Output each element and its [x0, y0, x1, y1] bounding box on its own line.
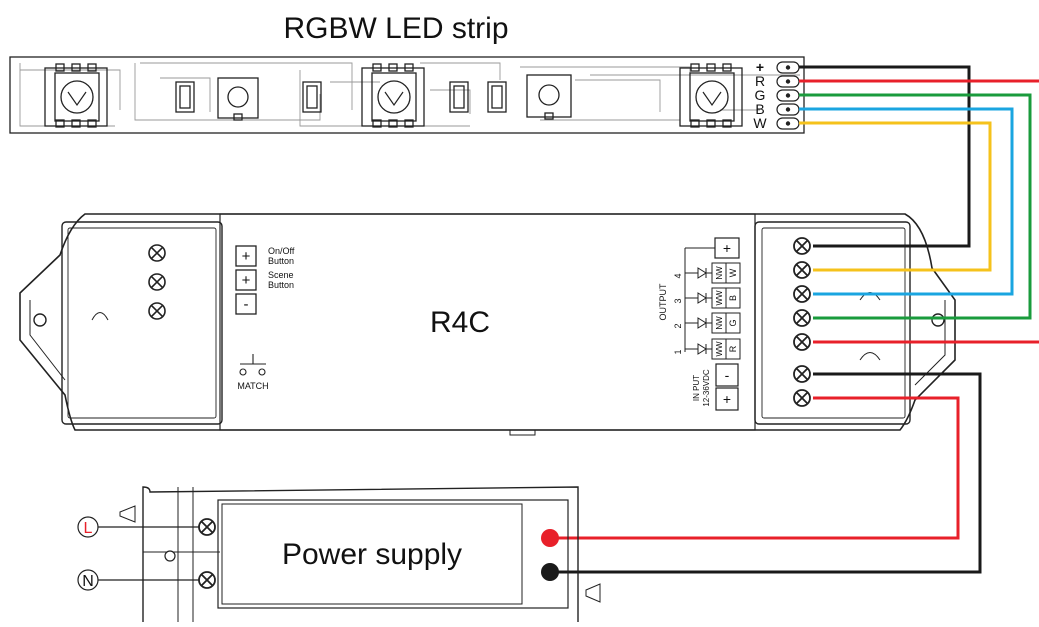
strip-diode-1: [217, 77, 259, 121]
screw-terminal-4: [793, 309, 811, 327]
match-switch-icon[interactable]: [239, 354, 266, 376]
channel-color-b: B: [728, 295, 738, 301]
screw-terminal-6: [793, 365, 811, 383]
channel-color-g: G: [728, 319, 738, 326]
psu-screw-l: [198, 518, 216, 536]
channel-color-labels: W B G R: [728, 268, 738, 352]
line-label: L: [84, 520, 93, 537]
output-label: OUTPUT: [658, 283, 668, 321]
channel-number-labels: 4 3 2 1: [673, 273, 683, 354]
match-label: MATCH: [237, 381, 268, 391]
minus-button-icon: -: [244, 296, 249, 313]
scene-button[interactable]: +: [235, 269, 257, 291]
neutral-label: N: [82, 573, 94, 590]
scene-button-plus-icon: +: [242, 272, 251, 289]
controller-left-screws: [148, 244, 166, 320]
onoff-button-plus-icon: +: [242, 248, 251, 265]
strip-pin-w: W: [753, 115, 767, 131]
output-channels: [685, 262, 741, 360]
minus-button[interactable]: -: [235, 293, 257, 315]
channel-number-1: 1: [673, 349, 683, 354]
psu-screw-n: [198, 571, 216, 589]
channel-white-3: WW: [715, 290, 724, 306]
psu-positive-terminal: [541, 529, 559, 547]
power-supply-housing: [119, 486, 601, 622]
strip-title: RGBW LED strip: [283, 12, 508, 45]
channel-number-2: 2: [673, 323, 683, 328]
onoff-label-line2: Button: [268, 256, 294, 266]
wire-blue: [799, 107, 1014, 296]
screw-terminal-1: [793, 237, 811, 255]
strip-solder-pads: [776, 61, 800, 130]
strip-led-2: [361, 63, 425, 128]
screw-terminal-2: [793, 261, 811, 279]
output-plus-sign: +: [723, 240, 731, 256]
psu-negative-terminal: [541, 563, 559, 581]
input-minus-sign: -: [725, 367, 730, 383]
controller-name: R4C: [430, 306, 490, 339]
onoff-label-line1: On/Off: [268, 246, 295, 256]
channel-number-3: 3: [673, 298, 683, 303]
scene-label-line1: Scene: [268, 270, 294, 280]
screw-terminal-3: [793, 285, 811, 303]
channel-white-2: NW: [715, 316, 724, 330]
strip-led-3: [679, 63, 743, 128]
channel-white-4: NW: [715, 266, 724, 280]
controller-output-screws: [793, 237, 811, 407]
channel-number-4: 4: [673, 273, 683, 278]
strip-diode-2: [526, 74, 572, 120]
strip-pin-r: R: [755, 73, 765, 89]
input-label-line2: 12-36VDC: [702, 369, 711, 407]
channel-color-w: W: [728, 268, 738, 277]
scene-label-line2: Button: [268, 280, 294, 290]
input-minus-terminal: -: [715, 363, 739, 387]
neutral-terminal-label: N: [77, 569, 99, 591]
wire-green: [799, 93, 1032, 320]
channel-white-1: WW: [715, 341, 724, 357]
led-strip: [9, 56, 805, 134]
onoff-button[interactable]: +: [235, 245, 257, 267]
psu-ac-screws: [198, 518, 216, 589]
strip-pin-labels: + R G B W: [753, 59, 767, 131]
wire-psu-black: [550, 372, 982, 574]
input-plus-sign: +: [723, 391, 731, 407]
input-plus-terminal: +: [715, 387, 739, 411]
channel-white-labels: NW WW NW WW: [715, 266, 724, 357]
output-plus-terminal: +: [714, 237, 740, 259]
input-label-line1: IN PUT: [692, 375, 701, 401]
screw-terminal-7: [793, 389, 811, 407]
wires: [550, 65, 1039, 574]
psu-junction: [164, 550, 176, 562]
wire-psu-red: [550, 396, 960, 540]
wire-yellow: [799, 121, 992, 272]
wire-plus: [799, 65, 971, 248]
strip-pin-g: G: [755, 87, 766, 103]
strip-pin-plus: +: [756, 59, 764, 75]
strip-resistor: [175, 81, 507, 113]
channel-color-r: R: [728, 345, 738, 352]
screw-terminal-5: [793, 333, 811, 351]
psu-title: Power supply: [282, 538, 462, 571]
strip-led-1: [44, 63, 108, 128]
strip-pin-b: B: [755, 101, 764, 117]
line-terminal-label: L: [77, 516, 99, 538]
